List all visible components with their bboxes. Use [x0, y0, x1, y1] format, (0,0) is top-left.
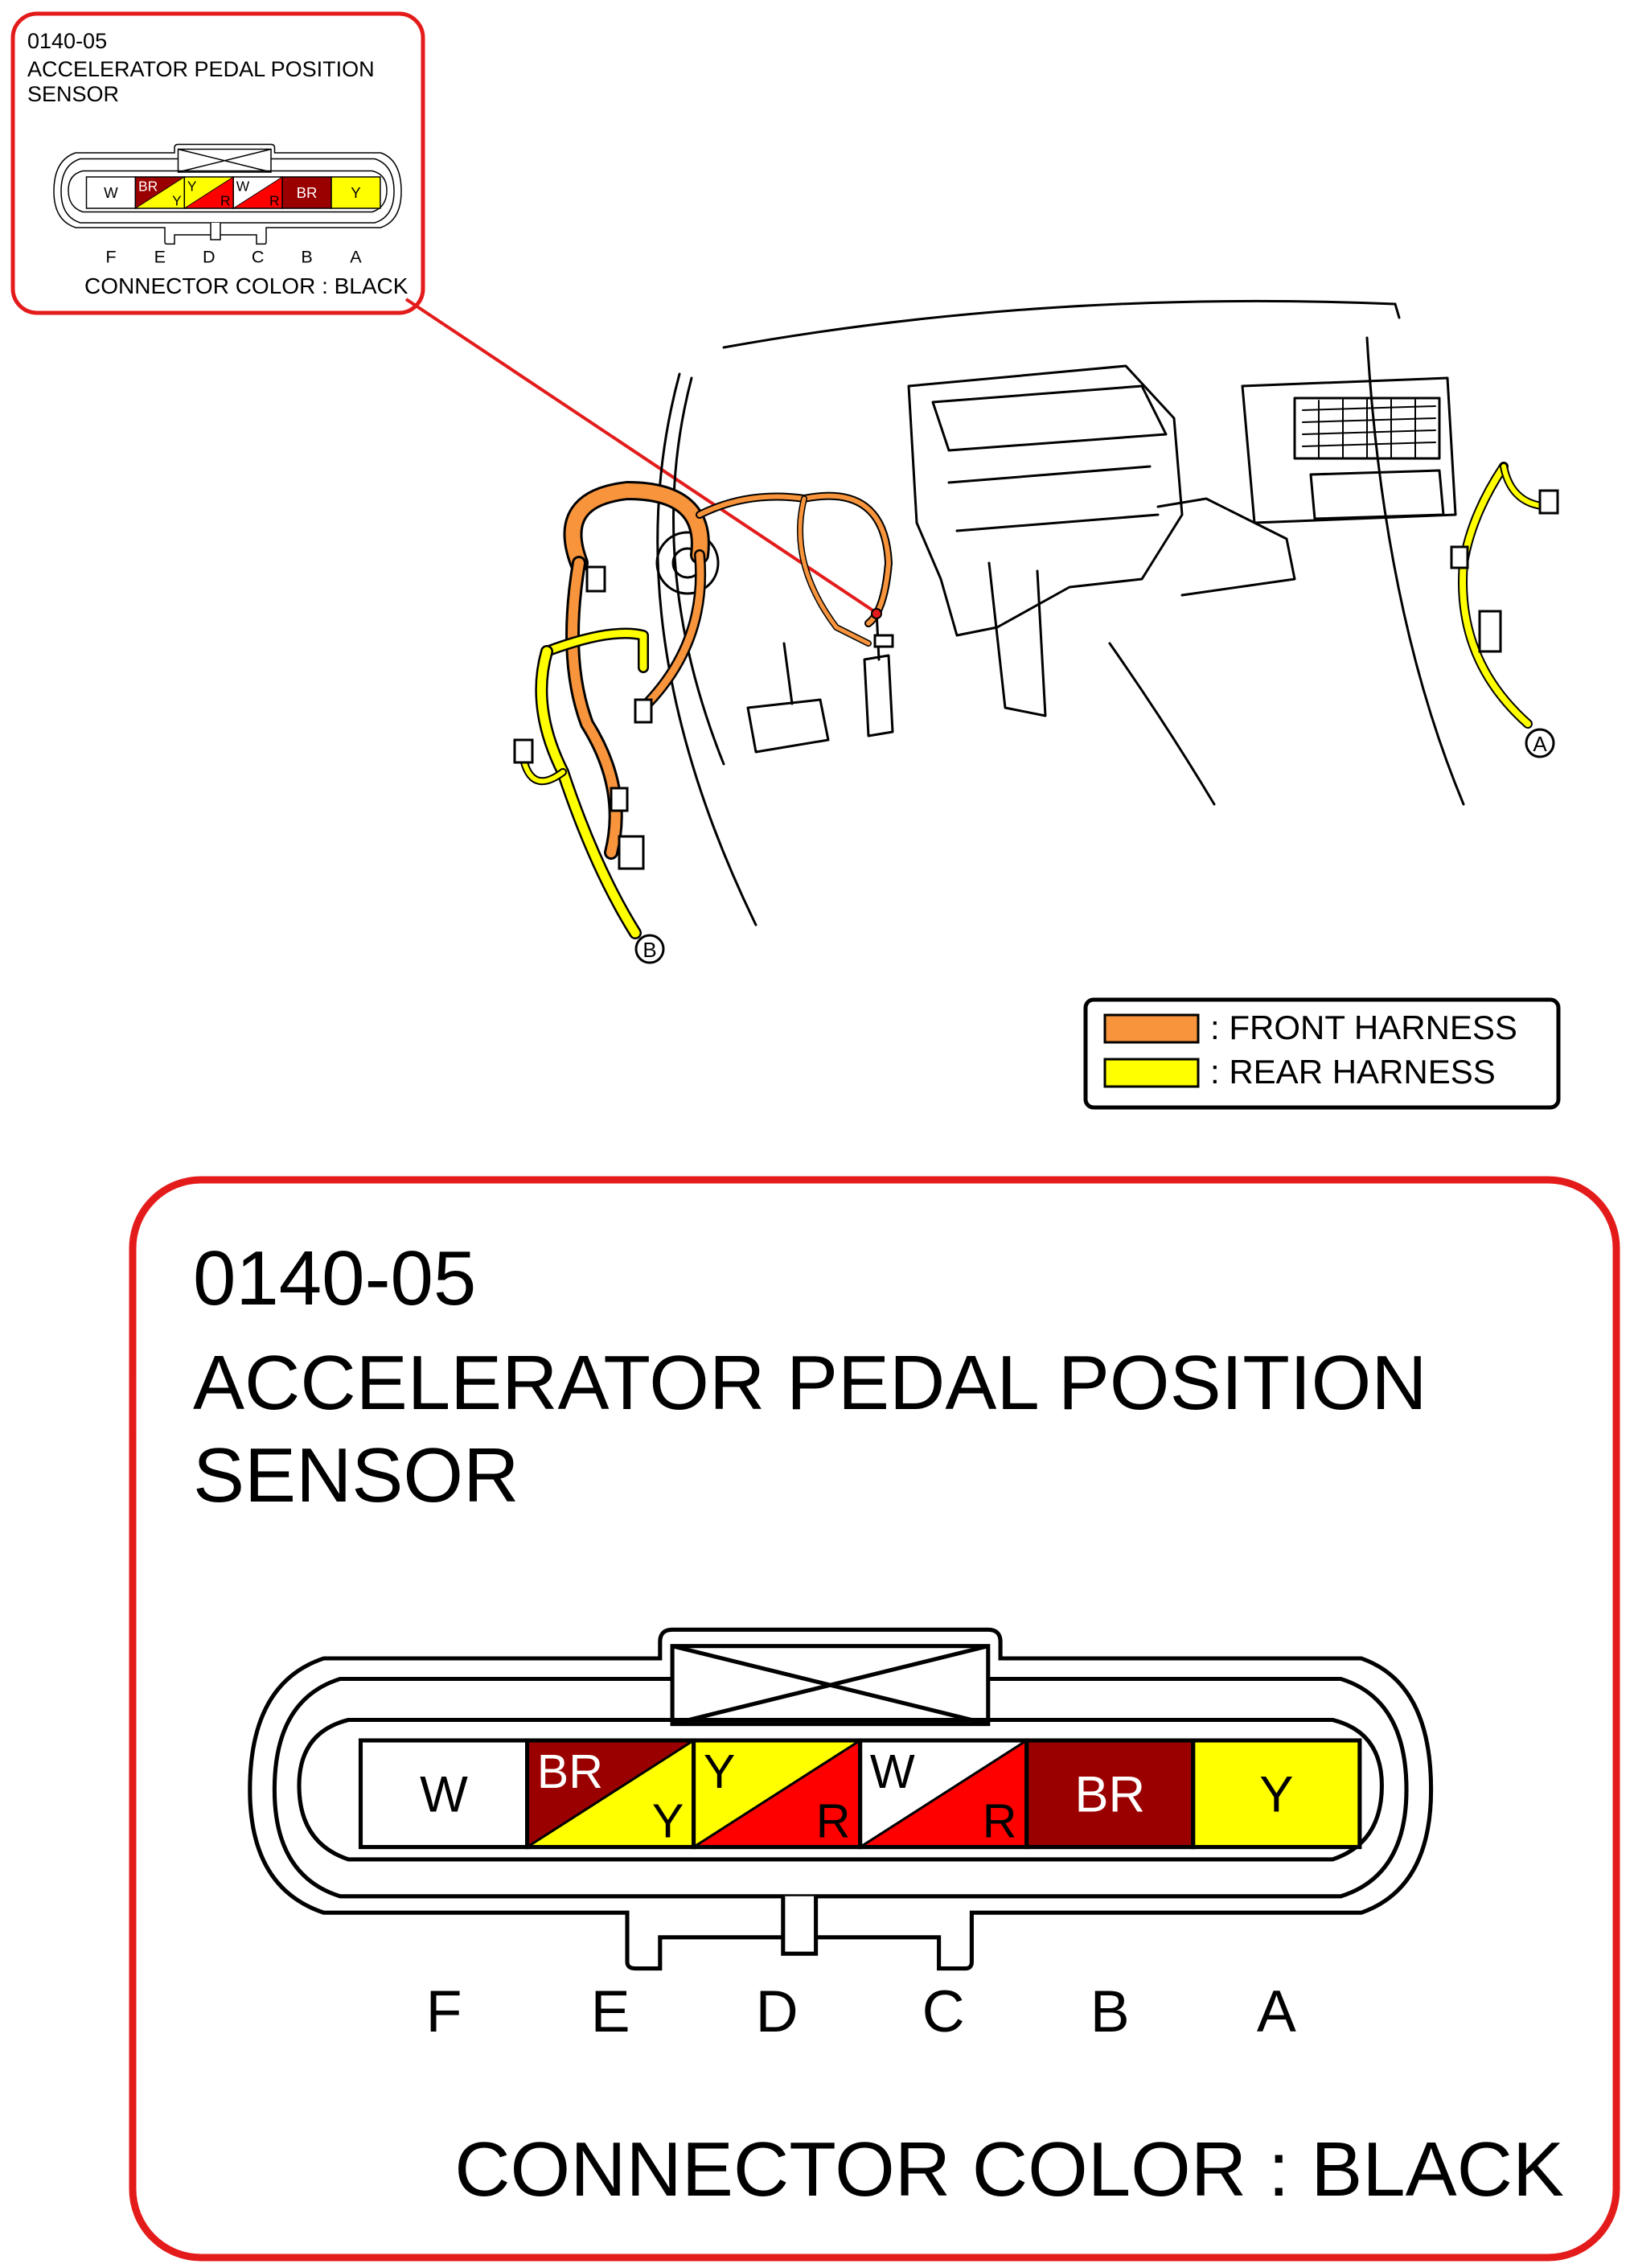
harness-legend: : FRONT HARNESS : REAR HARNESS [1083, 997, 1561, 1110]
pedal-sensor-connector [873, 634, 894, 648]
detail-pin-d: Y R D [692, 1738, 863, 2044]
detail-pin-letter: E [591, 1978, 630, 2044]
inset-connector-color: CONNECTOR COLOR : BLACK [84, 273, 408, 298]
detail-pin-letter: F [426, 1978, 462, 2044]
legend-label: : REAR HARNESS [1210, 1053, 1496, 1091]
detail-pin-color-label: Y [1259, 1767, 1293, 1823]
detail-pin-a: YA [1191, 1738, 1362, 2044]
inset-pin-letter: C [252, 247, 265, 267]
inset-pin-color-label: Y [172, 192, 182, 208]
inset-code: 0140-05 [27, 29, 107, 53]
inset-pin-color-label: Y [351, 184, 360, 201]
detail-pin-letter: A [1257, 1978, 1296, 2044]
detail-pin-color-label: W [870, 1744, 915, 1798]
rear-harness [519, 462, 1556, 939]
legend-frame [1083, 997, 1561, 1110]
detail-pin-color-label: R [816, 1793, 851, 1847]
inset-pin-color-label: W [104, 184, 118, 201]
brake-pedal [746, 698, 830, 754]
detail-pin-color-label: BR [537, 1744, 603, 1798]
callout-marker-a: A [1525, 728, 1555, 758]
inset-pin-color-label: R [220, 192, 231, 208]
sensor-location-marker [871, 608, 882, 619]
inset-pin-a: YA [330, 176, 381, 267]
detail-pin-color-label: Y [652, 1793, 684, 1847]
callout-a-label: A [1533, 732, 1547, 756]
accelerator-pedal [863, 654, 894, 738]
inset-title-line1: ACCELERATOR PEDAL POSITION [27, 57, 375, 81]
detail-pin-c: W R C [858, 1738, 1029, 2044]
callout-marker-b: B [634, 934, 665, 964]
detail-pin-color-label: R [983, 1793, 1017, 1847]
legend-label: : FRONT HARNESS [1210, 1009, 1517, 1046]
dash-top-edge [722, 299, 1397, 349]
detail-pin-f: WF [358, 1738, 530, 2044]
inset-title-line2: SENSOR [27, 82, 119, 106]
a-pillar-inner [656, 372, 757, 927]
detail-pin-letter: B [1090, 1978, 1130, 2044]
inset-pin-letter: D [203, 247, 216, 267]
detail-pin-color-label: W [420, 1767, 468, 1823]
inset-pin-e: BR Y E [134, 176, 186, 267]
inset-pin-color-label: BR [297, 184, 318, 201]
detail-pin-letter: D [756, 1978, 799, 2044]
inset-pin-letter: E [154, 247, 166, 267]
detail-pin-letter: C [922, 1978, 965, 2044]
callout-leader-line [404, 298, 878, 614]
detail-pin-e: BR Y E [525, 1738, 696, 2044]
center-vent [931, 384, 1168, 452]
right-dash-edge [1365, 336, 1465, 806]
glove-box-module [1241, 376, 1457, 524]
console-bracket [987, 561, 1047, 717]
inset-pin-f: WF [85, 176, 137, 267]
inset-pin-b: BR B [281, 176, 332, 267]
center-console [907, 364, 1184, 637]
legend-item-front-harness: : FRONT HARNESS [1103, 1009, 1517, 1046]
detail-code: 0140-05 [193, 1235, 476, 1321]
inset-pin-color-label: Y [187, 178, 197, 194]
inset-callout: 0140-05 ACCELERATOR PEDAL POSITION SENSO… [10, 11, 878, 614]
callout-b-label: B [643, 938, 656, 962]
detail-pin-color-label: BR [1074, 1767, 1145, 1823]
dashboard-illustration [655, 299, 1465, 927]
inset-pin-color-label: W [236, 178, 250, 194]
harness-connectors [513, 489, 1559, 870]
detail-pin-b: BR B [1024, 1738, 1196, 2044]
inset-pin-letter: F [105, 247, 116, 267]
inset-pin-d: Y R D [183, 176, 234, 267]
inset-pin-color-label: BR [138, 178, 158, 194]
glove-grille [1293, 396, 1441, 460]
detail-title-line1: ACCELERATOR PEDAL POSITION [193, 1340, 1427, 1426]
legend-swatch [1103, 1058, 1200, 1088]
connector-detail: 0140-05 ACCELERATOR PEDAL POSITION SENSO… [129, 1176, 1620, 2262]
legend-item-rear-harness: : REAR HARNESS [1103, 1053, 1496, 1091]
inset-pin-letter: A [350, 247, 362, 267]
detail-title-line2: SENSOR [193, 1432, 519, 1518]
inset-pin-letter: B [301, 247, 312, 267]
detail-connector-color: CONNECTOR COLOR : BLACK [454, 2126, 1564, 2213]
steering-column [655, 531, 720, 595]
legend-swatch [1103, 1013, 1200, 1044]
detail-pin-color-label: Y [704, 1744, 735, 1798]
inset-pin-color-label: R [269, 192, 280, 208]
